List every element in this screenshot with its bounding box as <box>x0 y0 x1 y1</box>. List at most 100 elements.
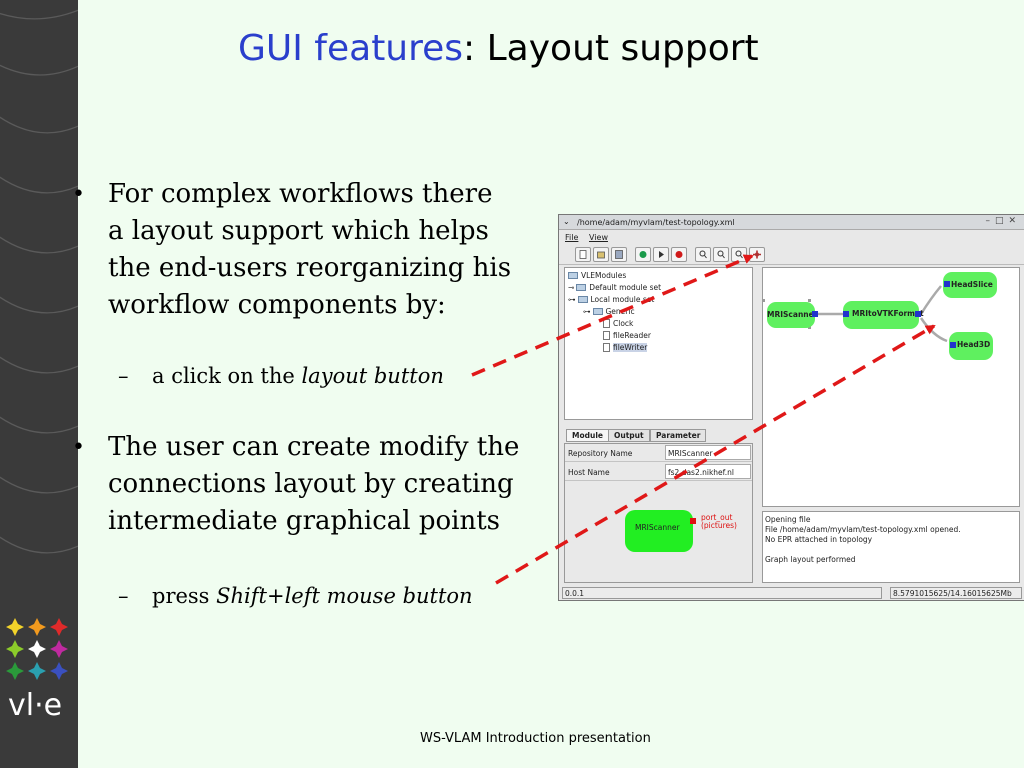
graph-node-head3d[interactable]: Head3D <box>949 332 993 360</box>
run-icon <box>659 251 664 258</box>
folder-icon <box>577 296 588 303</box>
window-menu-icon[interactable]: ⌄ <box>563 217 570 226</box>
save-button[interactable] <box>611 247 627 262</box>
bend-point <box>808 326 811 329</box>
expand-handle-icon[interactable]: ⊶ <box>568 295 576 304</box>
menu-file[interactable]: File <box>565 233 579 242</box>
graph-node-mritovtkformat[interactable]: MRItoVTKFormat <box>843 301 924 329</box>
output-port[interactable] <box>812 311 818 317</box>
property-key: Host Name <box>568 468 610 477</box>
tree-label: Clock <box>613 319 634 328</box>
zoom-out-icon <box>717 250 725 259</box>
folder-icon <box>576 284 587 291</box>
zoom-in-icon <box>699 250 707 259</box>
stop-button[interactable] <box>671 247 687 262</box>
arrow-to-layout-button <box>471 254 754 377</box>
title-rest: : Layout support <box>463 28 759 69</box>
input-port[interactable] <box>843 311 849 317</box>
connection-edge <box>919 285 942 315</box>
property-row: Repository Name MRIScanner <box>565 444 752 462</box>
sub-bullet-2: –press Shift+left mouse button <box>118 582 473 610</box>
tab-parameter[interactable]: Parameter <box>650 429 707 442</box>
collapse-handle-icon[interactable]: ⊸ <box>568 283 575 292</box>
property-panel: Repository Name MRIScanner Host Name fs2… <box>564 443 753 583</box>
input-port[interactable] <box>944 281 950 287</box>
menu-bar: File View <box>559 231 1024 244</box>
connect-icon <box>639 251 647 258</box>
zoom-out-button[interactable] <box>713 247 729 262</box>
connect-button[interactable] <box>635 247 651 262</box>
graph-node-headslice[interactable]: HeadSlice <box>943 272 997 298</box>
bullet-dot: • <box>72 435 85 460</box>
zoom-in-button[interactable] <box>695 247 711 262</box>
open-button[interactable] <box>593 247 609 262</box>
sub-bullet-dash: – <box>118 364 129 388</box>
new-icon <box>579 250 587 259</box>
app-titlebar: ⌄ /home/adam/myvlam/test-topology.xml –□… <box>559 215 1024 230</box>
slide-title: GUI features: Layout support <box>238 28 759 69</box>
property-value[interactable]: MRIScanner <box>665 445 751 460</box>
status-memory: 8.5791015625/14.16015625Mb <box>890 587 1022 599</box>
new-button[interactable] <box>575 247 591 262</box>
open-icon <box>597 251 605 259</box>
tree-root[interactable]: VLEModules <box>568 271 626 280</box>
input-port[interactable] <box>950 342 956 348</box>
sub-bullet-2-emphasis: Shift+left mouse button <box>216 584 473 608</box>
run-button[interactable] <box>653 247 669 262</box>
sub-bullet-1-emphasis: layout button <box>301 364 444 388</box>
log-panel: Opening file File /home/adam/myvlam/test… <box>762 511 1020 583</box>
status-bar: 0.0.1 8.5791015625/14.16015625Mb <box>559 587 1024 600</box>
maximize-icon[interactable]: □ <box>994 216 1009 226</box>
property-tabs: Module Output Parameter <box>564 429 753 442</box>
tree-module[interactable]: fileReader <box>603 331 651 340</box>
folder-icon <box>568 272 578 279</box>
module-tree: VLEModules ⊸Default module set ⊶ Local mo… <box>564 267 753 420</box>
status-version: 0.0.1 <box>562 587 882 599</box>
bullet-2-line: connections layout by creating <box>108 469 514 499</box>
bullet-1-line: the end-users reorganizing his <box>108 253 512 283</box>
bend-point <box>763 299 765 302</box>
bullet-1: • For complex workflows there a layout s… <box>70 176 540 324</box>
menu-view[interactable]: View <box>589 233 608 242</box>
sub-bullet-1-text: a click on the <box>152 364 302 388</box>
sub-bullet-1: –a click on the layout button <box>118 362 444 390</box>
tree-module-selected[interactable]: fileWriter <box>603 343 648 352</box>
tab-output[interactable]: Output <box>608 429 650 442</box>
sidebar: vl·e <box>0 0 78 768</box>
bend-point <box>808 299 811 302</box>
bullet-2: • The user can create modify the connect… <box>70 429 540 540</box>
save-icon <box>615 250 623 259</box>
output-port[interactable] <box>915 311 921 317</box>
bullet-2-line: The user can create modify the <box>108 432 520 462</box>
decorative-arcs <box>0 9 78 554</box>
document-icon <box>603 343 610 352</box>
tree-local-set[interactable]: ⊶ Local module set <box>568 295 654 304</box>
tree-label: VLEModules <box>581 271 627 280</box>
tree-label: Local module set <box>590 295 655 304</box>
tree-default-set[interactable]: ⊸Default module set <box>568 283 661 292</box>
graph-node-mriscanner[interactable]: MRIScanner <box>767 302 817 328</box>
log-line: Opening file <box>765 515 811 524</box>
preview-output-port[interactable] <box>690 518 696 524</box>
bullet-1-line: a layout support which helps <box>108 216 489 246</box>
window-controls: –□✕ <box>985 216 1021 226</box>
log-line: Graph layout performed <box>765 555 856 564</box>
zoom-fit-icon <box>735 250 743 259</box>
sub-bullet-dash: – <box>118 584 129 608</box>
tree-label: fileWriter <box>613 343 648 352</box>
property-row: Host Name fs2.das2.nikhef.nl <box>565 463 752 481</box>
port-type: (pictures) <box>701 521 737 530</box>
bullet-dot: • <box>72 182 85 207</box>
property-value[interactable]: fs2.das2.nikhef.nl <box>665 464 751 479</box>
close-icon[interactable]: ✕ <box>1008 216 1021 226</box>
module-preview-node[interactable]: MRIScanner <box>625 510 693 552</box>
minimize-icon[interactable]: – <box>985 216 995 226</box>
preview-port-label: port_out (pictures) <box>701 514 737 530</box>
vle-logo-text: vl·e <box>8 688 63 723</box>
expand-handle-icon[interactable]: ⊶ <box>583 307 591 316</box>
log-line: No EPR attached in topology <box>765 535 873 544</box>
workflow-canvas[interactable]: MRIScanner MRItoVTKFormat HeadSlice Head… <box>762 267 1020 507</box>
stop-icon <box>675 251 683 258</box>
